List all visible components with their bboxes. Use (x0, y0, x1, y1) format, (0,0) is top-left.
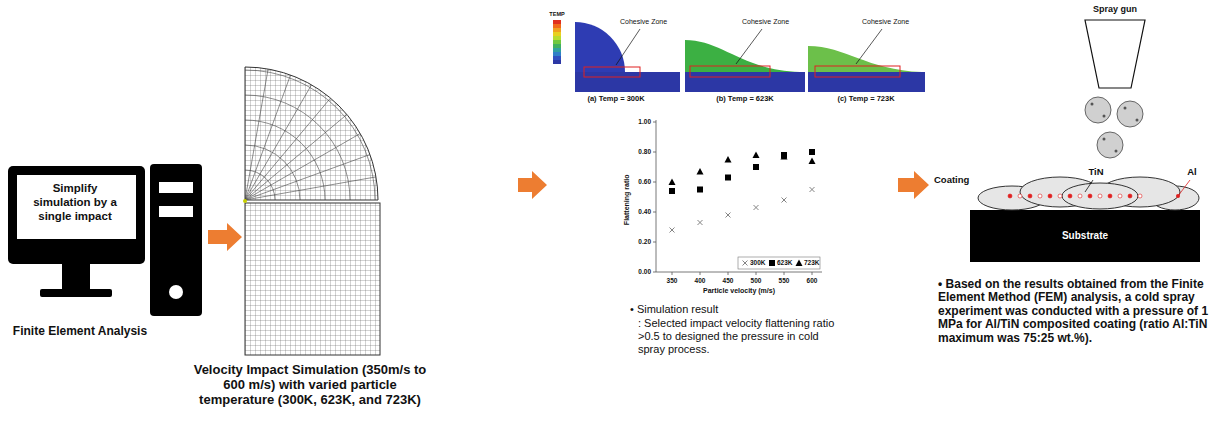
tick-label: 0.40 (638, 208, 651, 215)
axis-title: Flattening ratio (623, 175, 631, 226)
colorbar-title: TEMP (549, 11, 564, 17)
part-label: Al (1187, 167, 1197, 177)
mesh-figure (243, 62, 383, 355)
tick-label: 0.20 (638, 238, 651, 245)
part-label: Substrate (1062, 230, 1108, 241)
legend-entry: 623K (777, 259, 793, 266)
tick-label: 1.00 (638, 118, 651, 125)
node-subtext: : Selected impact velocity flattening ra… (638, 317, 843, 357)
zone-label: Cohesive Zone (620, 18, 667, 26)
legend-entry: 300K (750, 259, 766, 266)
node-text: Simplify simulation by a single impact (23, 182, 127, 223)
axis-title: Particle velocity (m/s) (703, 287, 775, 295)
result-node: • Simulation result: Selected impact vel… (550, 8, 895, 360)
tick-label: 350 (667, 277, 678, 284)
part-label: Spray gun (1093, 5, 1137, 15)
computer-node: Simplify simulation by a single impactFi… (5, 150, 205, 320)
zone-label: Cohesive Zone (862, 18, 909, 26)
flow-arrow (898, 171, 929, 199)
node-text: • Based on the results obtained from the… (938, 278, 1225, 345)
cold-spray-figure (970, 20, 1200, 262)
tick-label: 0.00 (638, 268, 651, 275)
simulation-node: Velocity Impact Simulation (350m/s to 60… (245, 65, 515, 355)
contour-panels (553, 20, 925, 92)
computer-icon (8, 164, 202, 316)
tick-label: 0.80 (638, 148, 651, 155)
legend-entry: 723K (804, 259, 820, 266)
experiment-node: • Based on the results obtained from the… (932, 8, 1227, 353)
flow-arrow (208, 223, 242, 251)
zone-label: Cohesive Zone (742, 18, 789, 26)
tick-label: 550 (779, 277, 790, 284)
panel-caption: (c) Temp = 723K (837, 95, 894, 103)
flow-arrow (518, 171, 547, 199)
part-label: TiN (1088, 167, 1103, 177)
tick-label: 0.60 (638, 178, 651, 185)
tick-label: 600 (807, 277, 818, 284)
node-text: • Simulation result (630, 303, 835, 316)
node-subtext: Finite Element Analysis (5, 324, 155, 338)
panel-caption: (a) Temp = 300K (587, 95, 644, 103)
tick-label: 450 (723, 277, 734, 284)
panel-caption: (b) Temp = 623K (716, 95, 774, 103)
part-label: Coating (934, 175, 969, 185)
tick-label: 500 (751, 277, 762, 284)
node-text: Velocity Impact Simulation (350m/s to 60… (190, 363, 430, 408)
scatter-chart (653, 120, 822, 275)
tick-label: 400 (695, 277, 706, 284)
